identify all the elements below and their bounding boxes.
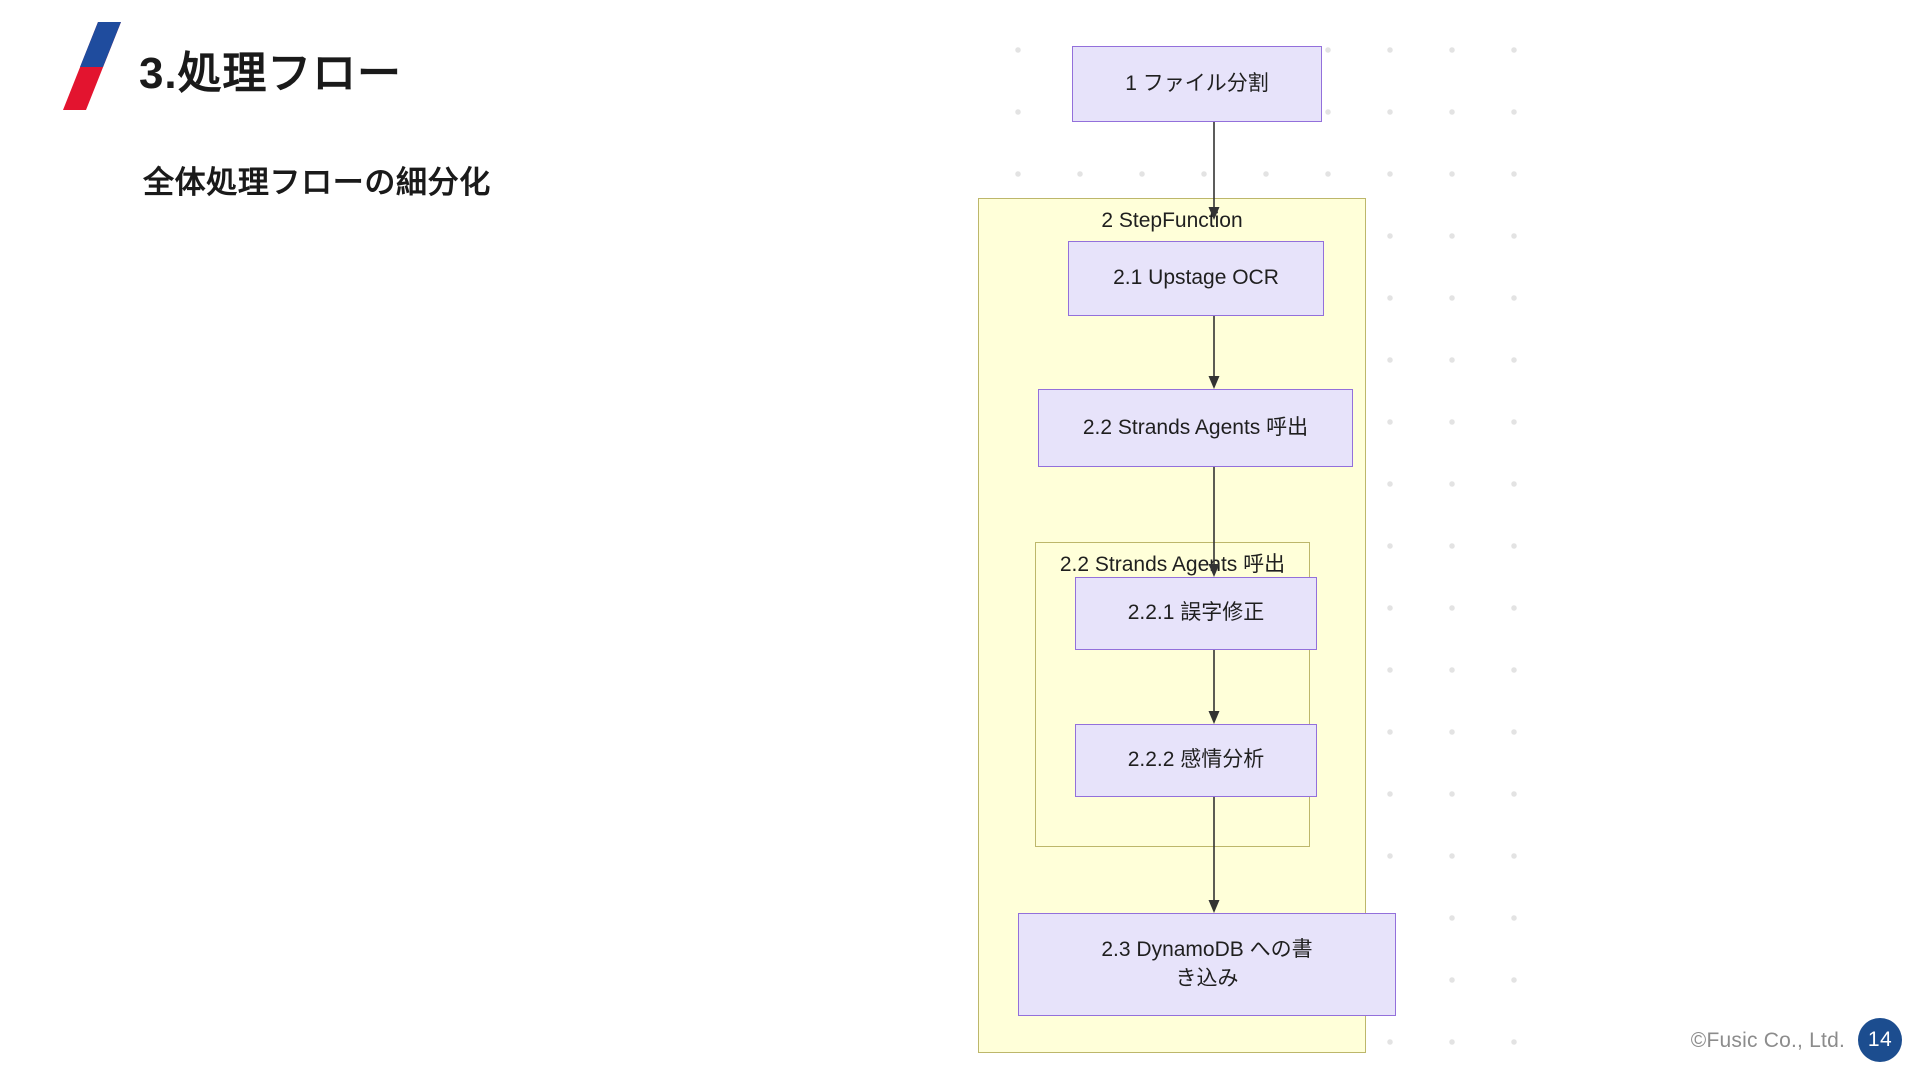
- company-logo: [58, 22, 126, 110]
- page-subtitle: 全体処理フローの細分化: [143, 165, 491, 200]
- subgraph-stepfunction-label: 2 StepFunction: [1101, 209, 1243, 232]
- node-upstage-ocr-label: 2.1 Upstage OCR: [1113, 266, 1279, 290]
- edge-n221-to-n222: [1208, 650, 1220, 724]
- node-upstage-ocr[interactable]: 2.1 Upstage OCR: [1068, 241, 1324, 316]
- node-sentiment-analysis[interactable]: 2.2.2 感情分析: [1075, 724, 1317, 797]
- node-strands-agents-call[interactable]: 2.2 Strands Agents 呼出: [1038, 389, 1353, 467]
- node-strands-agents-call-label: 2.2 Strands Agents 呼出: [1082, 415, 1309, 439]
- edge-n22-to-n221: [1208, 467, 1220, 577]
- node-dynamodb-write[interactable]: 2.3 DynamoDB への書き込み: [1018, 913, 1396, 1016]
- node-dynamodb-write-label: 2.3 DynamoDB への書き込み: [1101, 938, 1313, 990]
- edge-n222-to-n23: [1208, 797, 1220, 913]
- node-sentiment-analysis-label: 2.2.2 感情分析: [1127, 748, 1265, 772]
- subgraph-strands-agents-label: 2.2 Strands Agents 呼出: [1059, 553, 1286, 576]
- node-file-split[interactable]: 1 ファイル分割: [1072, 46, 1322, 122]
- footer-copyright: ©Fusic Co., Ltd.: [1690, 1029, 1845, 1052]
- node-file-split-label: 1 ファイル分割: [1125, 71, 1269, 95]
- page-number-badge: 14: [1858, 1018, 1902, 1062]
- node-typo-correction-label: 2.2.1 誤字修正: [1127, 601, 1265, 625]
- page-title: 3.処理フロー: [139, 49, 402, 98]
- edge-n1-to-n21: [1208, 122, 1220, 220]
- edge-n21-to-n22: [1208, 316, 1220, 389]
- node-typo-correction[interactable]: 2.2.1 誤字修正: [1075, 577, 1317, 650]
- process-flow-diagram: 2 StepFunction 2.2 Strands Agents 呼出 1 フ…: [960, 0, 1520, 1080]
